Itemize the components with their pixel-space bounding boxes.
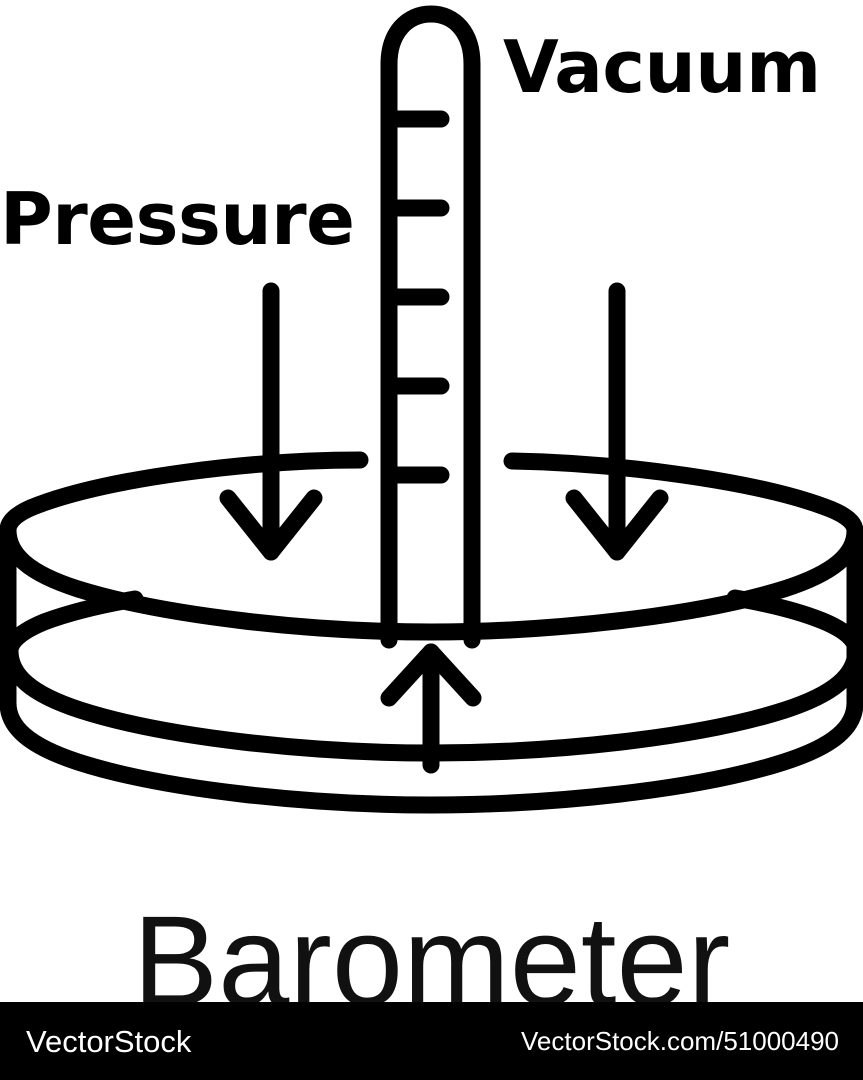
mercury-rise-arrow-head bbox=[380, 643, 482, 707]
dish-top-rim-back-left bbox=[0, 451, 369, 539]
dish-top-rim-back-right bbox=[503, 452, 863, 540]
watermark-footer-bar: VectorStock VectorStock.com/51000490 bbox=[0, 1002, 863, 1080]
label-pressure: Pressure bbox=[0, 177, 355, 261]
dish-base-front bbox=[0, 694, 863, 814]
pressure-arrow-right-head bbox=[565, 489, 669, 561]
dish-liquid-level-back-left bbox=[1, 590, 144, 660]
footer-brand-name: VectorStock bbox=[26, 1023, 192, 1059]
pressure-arrow-left-head bbox=[219, 489, 323, 561]
label-vacuum: Vacuum bbox=[503, 25, 821, 109]
dish-top-rim-front bbox=[0, 521, 863, 641]
dish-liquid-level-back-right bbox=[726, 589, 863, 659]
tube-body bbox=[380, 5, 481, 649]
footer-stock-url: VectorStock.com/51000490 bbox=[521, 1026, 839, 1056]
